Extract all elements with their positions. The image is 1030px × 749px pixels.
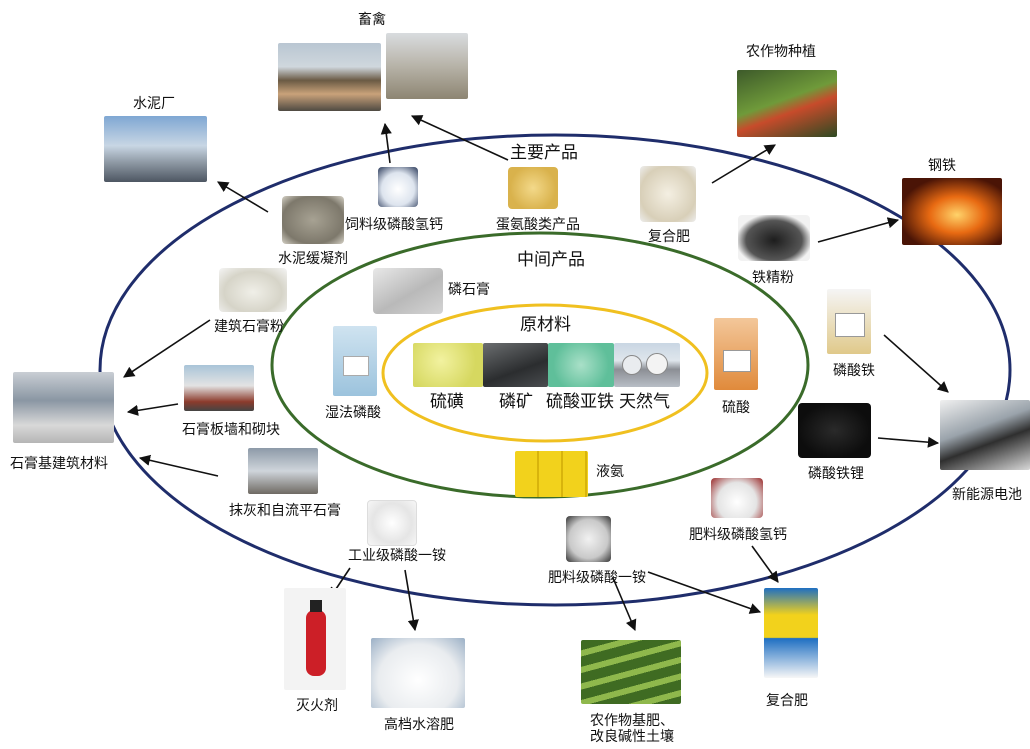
arrow <box>711 144 776 184</box>
arrow <box>380 122 392 164</box>
main-product-label: 工业级磷酸一铵 <box>348 548 446 564</box>
ammonia-tank-photo-icon <box>515 451 588 497</box>
arrow <box>217 181 269 213</box>
steel-furnace-photo-icon <box>902 178 1002 245</box>
arrow <box>410 115 509 161</box>
arrow <box>883 334 949 393</box>
livestock-photo-icon <box>278 43 381 111</box>
application-label-line: 农作物基肥、 <box>590 713 674 729</box>
main-product-label: 饲料级磷酸氢钙 <box>345 217 443 233</box>
application-label: 高档水溶肥 <box>384 717 454 733</box>
granule-photo-icon <box>640 166 696 222</box>
application-label: 畜禽 <box>358 12 386 28</box>
intermediate-label: 硫酸 <box>722 400 750 416</box>
phosphogypsum-photo-icon <box>373 268 443 314</box>
intermediate-label: 磷石膏 <box>448 282 490 298</box>
raw-material-label: 磷矿 <box>499 392 533 412</box>
main-product-label: 肥料级磷酸氢钙 <box>689 527 787 543</box>
application-label: 灭火剂 <box>296 698 338 714</box>
application-label: 石膏基建筑材料 <box>10 456 108 472</box>
main-product-label: 建筑石膏粉 <box>214 319 284 335</box>
battery-pack-photo-icon <box>940 400 1030 470</box>
application-label: 钢铁 <box>928 158 956 174</box>
arrow <box>404 569 419 632</box>
application-label: 农作物基肥、 改良碱性土壤 <box>582 713 682 745</box>
fertilizer-bag-photo-icon <box>764 588 818 678</box>
raw-material-label: 硫磺 <box>430 392 464 412</box>
fire-extinguisher-photo-icon <box>284 588 346 690</box>
cement-plant-photo-icon <box>104 116 207 182</box>
application-label: 新能源电池 <box>952 487 1022 503</box>
application-label: 水泥厂 <box>133 96 175 112</box>
main-product-label: 肥料级磷酸一铵 <box>548 570 646 586</box>
powder-photo-icon <box>827 289 871 354</box>
intermediate-label: 湿法磷酸 <box>325 405 381 421</box>
main-product-label: 水泥缓凝剂 <box>278 251 348 267</box>
warehouse-photo-icon <box>13 372 114 443</box>
arrow <box>123 319 211 378</box>
ferrous-sulfate-photo-icon <box>548 343 614 387</box>
granule-photo-icon <box>566 516 611 562</box>
outer-ellipse <box>98 133 1012 607</box>
sulfur-photo-icon <box>413 343 483 387</box>
gas-tank-photo-icon <box>614 343 680 387</box>
arrow <box>817 217 900 243</box>
application-label: 农作物种植 <box>746 44 816 60</box>
poultry-farm-photo-icon <box>386 33 468 99</box>
crop-planting-photo-icon <box>737 70 837 137</box>
powder-photo-icon <box>371 638 465 708</box>
powder-photo-icon <box>378 167 418 207</box>
raw-material-label: 天然气 <box>619 392 670 412</box>
middle-ellipse <box>270 231 810 499</box>
application-label-line: 改良碱性土壤 <box>590 729 674 746</box>
main-product-label: 磷酸铁 <box>833 363 875 379</box>
tea-terrace-photo-icon <box>581 640 681 704</box>
powder-photo-icon <box>282 196 344 244</box>
powder-photo-icon <box>711 478 763 518</box>
main-product-label: 磷酸铁锂 <box>808 466 864 482</box>
phosphate-rock-photo-icon <box>483 343 548 387</box>
acid-bottle-photo-icon <box>333 326 377 396</box>
arrow <box>126 403 179 416</box>
main-product-label: 石膏板墙和砌块 <box>182 422 280 438</box>
outer-ellipse-label: 主要产品 <box>510 143 578 163</box>
intermediate-label: 液氨 <box>596 464 624 480</box>
arrow <box>647 571 762 614</box>
arrow <box>751 545 779 583</box>
construction-site-photo-icon <box>248 448 318 494</box>
arrow <box>612 577 637 632</box>
raw-material-label: 硫酸亚铁 <box>546 392 614 412</box>
powder-photo-icon <box>367 500 417 546</box>
granule-photo-icon <box>508 167 558 209</box>
application-label: 复合肥 <box>766 693 808 709</box>
main-product-label: 复合肥 <box>648 229 690 245</box>
arrow <box>877 436 940 448</box>
arrow <box>138 454 219 477</box>
powder-photo-icon <box>798 403 871 458</box>
middle-ellipse-label: 中间产品 <box>517 250 585 270</box>
main-product-label: 铁精粉 <box>752 270 794 286</box>
powder-photo-icon <box>219 268 287 312</box>
main-product-label: 蛋氨酸类产品 <box>496 217 580 233</box>
gypsum-board-photo-icon <box>184 365 254 411</box>
acid-bottle-photo-icon <box>714 318 758 390</box>
inner-ellipse-label: 原材料 <box>520 315 571 335</box>
powder-photo-icon <box>738 215 810 261</box>
main-product-label: 抹灰和自流平石膏 <box>229 503 341 519</box>
inner-ellipse <box>381 303 709 443</box>
